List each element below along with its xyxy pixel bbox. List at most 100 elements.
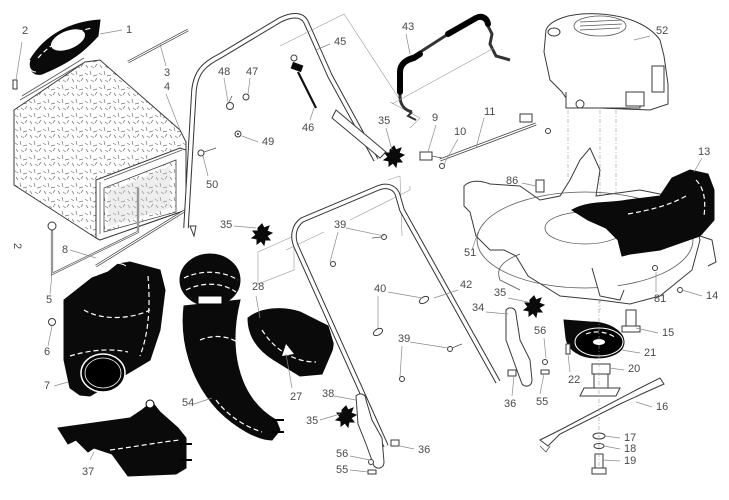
leader-line — [693, 157, 703, 173]
cable — [290, 54, 317, 109]
leader-line — [349, 455, 371, 461]
callout-label: 8 — [62, 244, 68, 256]
washer-part-56 — [368, 359, 548, 465]
control-bar — [391, 13, 511, 121]
callout-label: 7 — [44, 380, 50, 392]
callout-42: 42 — [433, 279, 472, 299]
callout-label: 17 — [624, 432, 636, 444]
screw-part-22 — [565, 343, 571, 355]
callout-label: 15 — [662, 327, 674, 339]
callout-label: 35 — [378, 115, 390, 127]
leader-line — [233, 225, 257, 229]
callout-label: 14 — [706, 290, 718, 302]
callout-15: 15 — [635, 327, 674, 339]
screw-part-2 — [12, 79, 18, 90]
leader-line — [635, 401, 653, 408]
grass-bag — [13, 57, 187, 241]
callout-label: 34 — [472, 302, 484, 314]
callout-22: 22 — [567, 353, 580, 386]
leader-line — [53, 381, 69, 387]
leader-line — [621, 349, 641, 354]
lower-handle — [291, 183, 501, 448]
rope-guide-part-48 — [226, 95, 234, 110]
callout-label: 10 — [454, 126, 466, 138]
nut-part-10 — [439, 163, 445, 169]
callout-56b: 56 — [336, 448, 371, 461]
callout-label: 18 — [624, 443, 636, 455]
bolt-part-9 — [419, 151, 443, 161]
callout-label: 4 — [164, 81, 170, 93]
leader-line — [543, 337, 547, 359]
leader-line — [385, 127, 393, 151]
leader-line — [399, 345, 403, 378]
callout-14: 14 — [681, 289, 718, 302]
callout-50: 50 — [202, 155, 218, 191]
bolt-part-36-right — [507, 369, 517, 377]
callout-35a: 35 — [378, 115, 393, 151]
leader-line — [507, 297, 529, 303]
leader-line — [241, 135, 259, 143]
callout-17: 17 — [604, 432, 636, 444]
callout-label: 19 — [624, 455, 636, 467]
leader-line — [333, 395, 357, 401]
callout-label: 56 — [336, 448, 348, 460]
leader-line — [443, 138, 459, 165]
callout-46: 46 — [302, 107, 315, 134]
chute-cover — [247, 308, 337, 377]
callout-label: 52 — [656, 25, 668, 37]
callout-38: 38 — [322, 388, 357, 401]
bolt-part-36-left — [390, 439, 400, 447]
axle — [439, 122, 537, 162]
leader-line — [567, 353, 571, 373]
callout-label: 21 — [644, 347, 656, 359]
callout-54: 54 — [182, 397, 213, 409]
leader-line — [635, 327, 659, 334]
side-discharge-chute — [179, 253, 284, 441]
callout-label: 36 — [504, 398, 516, 410]
bolt-part-50 — [197, 147, 217, 157]
callout-16: 16 — [635, 401, 668, 413]
leader-line — [399, 445, 415, 450]
leader-line — [255, 295, 261, 319]
callout-label: 6 — [44, 346, 50, 358]
callout-35d: 35 — [306, 413, 341, 427]
callout-5: 5 — [46, 273, 53, 306]
callout-label: 37 — [82, 466, 94, 478]
screw-part-55 — [367, 369, 550, 475]
leader-line — [69, 249, 97, 259]
leader-line — [202, 155, 209, 177]
callout-label: 49 — [262, 136, 274, 148]
callout-36b: 36 — [399, 444, 430, 456]
leader-line — [539, 373, 545, 395]
leader-line — [319, 413, 341, 421]
leader-line — [193, 397, 213, 405]
leader-line — [433, 289, 459, 299]
blade — [539, 377, 665, 453]
callout-55b: 55 — [336, 464, 369, 476]
callout-39b: 39 — [398, 333, 449, 378]
knob-part-35-left — [250, 223, 274, 247]
leader-line — [609, 367, 625, 371]
callout-label: 45 — [334, 36, 346, 48]
callout-label: 39 — [334, 219, 346, 231]
callout-label: 40 — [374, 283, 386, 295]
callout-label: 2 — [11, 243, 23, 249]
callout-9: 9 — [427, 112, 438, 153]
callout-45: 45 — [315, 36, 346, 51]
callout-10: 10 — [443, 126, 466, 165]
callout-4: 4 — [164, 81, 181, 131]
leader-line — [602, 459, 621, 462]
leader-line — [405, 33, 411, 55]
screw-part-14 — [677, 287, 683, 293]
leader-line — [223, 77, 229, 103]
callout-label: 56 — [534, 325, 546, 337]
callout-3: 3 — [159, 43, 170, 79]
rod-part-8 — [95, 208, 187, 268]
leader-line — [309, 107, 315, 121]
cable-clip-part-40 — [372, 295, 430, 337]
knob-part-35-right — [522, 295, 546, 319]
callout-34: 34 — [472, 302, 509, 315]
callout-label: 81 — [654, 293, 666, 305]
callout-39a: 39 — [329, 219, 385, 263]
